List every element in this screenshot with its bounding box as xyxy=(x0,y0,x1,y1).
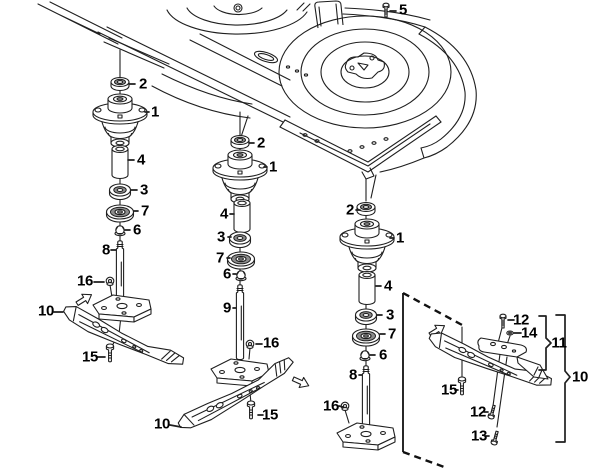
spindle-assembly-left xyxy=(59,76,187,378)
leader-lines xyxy=(53,10,522,437)
callout-left-assembly-8: 8 xyxy=(101,241,111,259)
callout-center-assembly-1: 1 xyxy=(268,158,278,176)
callout-blade-kit-11: 11 xyxy=(551,334,567,352)
callout-center-assembly-16: 16 xyxy=(262,334,280,352)
callout-center-assembly-7: 7 xyxy=(215,249,225,267)
screw-5 xyxy=(382,2,390,18)
callout-center-assembly-9: 9 xyxy=(222,299,232,317)
callout-left-assembly-3: 3 xyxy=(139,181,149,199)
callout-right-assembly-2: 2 xyxy=(345,201,355,219)
blade-kit-section xyxy=(402,291,571,470)
callout-right-assembly-6: 6 xyxy=(378,346,388,364)
callout-left-assembly-16: 16 xyxy=(76,272,94,290)
callout-right-assembly-4: 4 xyxy=(383,277,393,295)
callout-left-assembly-4: 4 xyxy=(136,151,146,169)
callout-center-assembly-15: 15 xyxy=(261,406,279,424)
callout-right-assembly-7: 7 xyxy=(387,325,397,343)
callout-blade-kit-15: 15 xyxy=(440,381,458,399)
callout-center-assembly-10: 10 xyxy=(153,415,171,433)
callout-blade-kit-10: 10 xyxy=(571,368,589,386)
callout-right-assembly-3: 3 xyxy=(385,306,395,324)
spindle-assembly-right xyxy=(336,201,396,451)
callout-center-assembly-2: 2 xyxy=(256,134,266,152)
callout-center-assembly-3: 3 xyxy=(216,228,226,246)
callout-left-assembly-2: 2 xyxy=(138,75,148,93)
callout-blade-kit-13: 13 xyxy=(470,427,488,445)
spindle-assembly-center xyxy=(173,134,312,435)
callout-left-assembly-10: 10 xyxy=(37,302,55,320)
callout-right-assembly-16: 16 xyxy=(322,397,340,415)
callout-deck-5: 5 xyxy=(398,1,408,19)
callout-left-assembly-6: 6 xyxy=(132,221,142,239)
centerlines xyxy=(109,49,511,431)
callout-center-assembly-6: 6 xyxy=(222,265,232,283)
callout-left-assembly-15: 15 xyxy=(81,348,99,366)
callout-blade-kit-14: 14 xyxy=(520,324,538,342)
callout-blade-kit-12: 12 xyxy=(512,311,530,329)
callout-right-assembly-8: 8 xyxy=(348,366,358,384)
mower-deck-drawing xyxy=(37,0,477,180)
callout-left-assembly-7: 7 xyxy=(140,202,150,220)
callout-center-assembly-4: 4 xyxy=(219,205,229,223)
callout-left-assembly-1: 1 xyxy=(150,103,160,121)
callout-right-assembly-1: 1 xyxy=(395,229,405,247)
callout-blade-kit-12: 12 xyxy=(469,403,487,421)
